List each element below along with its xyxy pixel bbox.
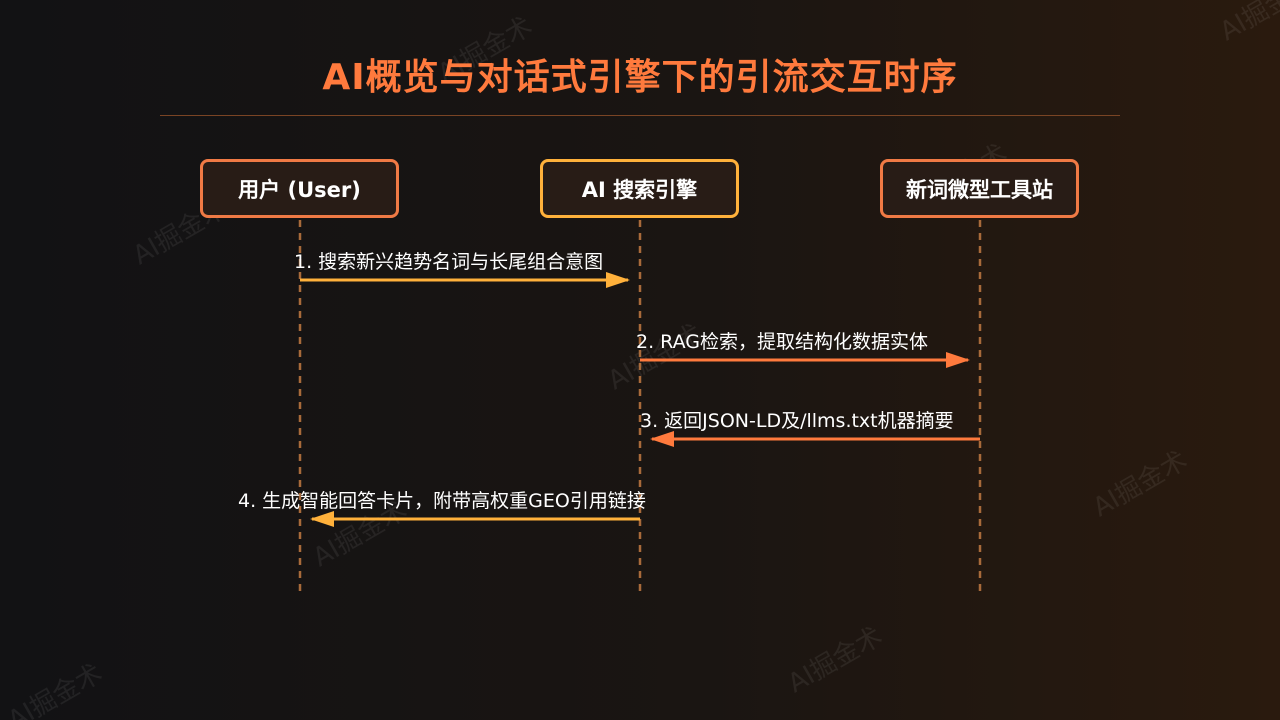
message-label-2: 2. RAG检索，提取结构化数据实体	[636, 331, 928, 353]
page-title: AI概览与对话式引擎下的引流交互时序	[322, 57, 958, 98]
actor-user: 用户 (User)	[200, 159, 399, 218]
message-label-4: 4. 生成智能回答卡片，附带高权重GEO引用链接	[238, 490, 646, 512]
title-divider	[160, 115, 1120, 116]
actor-tool-site: 新词微型工具站	[880, 159, 1079, 218]
actor-ai-engine: AI 搜索引擎	[540, 159, 739, 218]
message-label-1: 1. 搜索新兴趋势名词与长尾组合意图	[294, 251, 604, 273]
message-label-3: 3. 返回JSON-LD及/llms.txt机器摘要	[640, 410, 954, 432]
